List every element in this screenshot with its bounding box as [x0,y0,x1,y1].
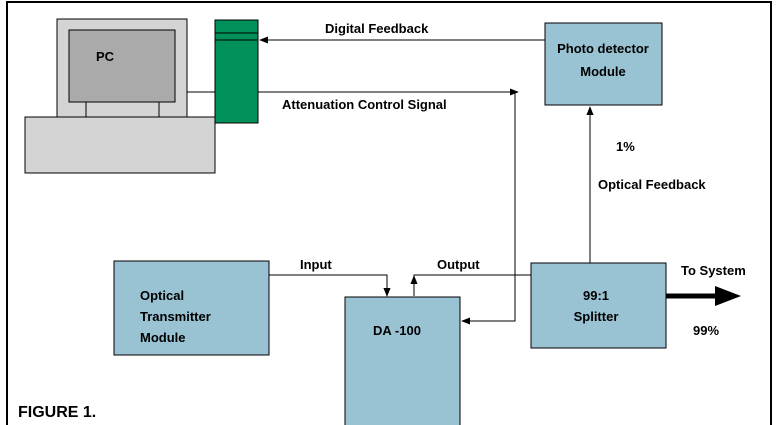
da100-device: DA -100 [344,296,461,425]
connections [187,36,594,325]
attenuation-to-da100-arrow [461,92,516,325]
input-arrow [269,274,391,297]
optical-transmitter-box [113,260,270,356]
da100-box [344,296,461,425]
one-percent-label: 1% [616,139,635,154]
interface-card [214,19,259,124]
ninety-nine-percent-label: 99% [693,323,719,338]
splitter-device: 99:1 Splitter [530,262,667,349]
splitter-label-2: Splitter [574,309,619,324]
output-label: Output [437,257,480,272]
pc-computer: PC [24,18,216,174]
digital-feedback-label: Digital Feedback [325,21,429,36]
optical-transmitter-label-1: Optical [140,288,184,303]
photo-detector-label-2: Module [580,64,626,79]
optical-transmitter-label-3: Module [140,330,186,345]
attenuation-control-label: Attenuation Control Signal [282,97,447,112]
photo-detector-label-1: Photo detector [557,41,649,56]
pc-label: PC [96,49,115,64]
diagram-frame [6,1,772,425]
da100-label: DA -100 [373,323,421,338]
to-system-label: To System [681,263,746,278]
input-label: Input [300,257,332,272]
pc-monitor-screen [68,29,176,103]
to-system-head [715,286,741,306]
output-arrow [413,274,531,296]
photo-detector-box [544,22,663,106]
photo-detector-module: Photo detector Module [544,22,663,106]
optical-transmitter-module: Optical Transmitter Module [113,260,270,356]
splitter-box [530,262,667,349]
figure-caption: FIGURE 1. [18,404,96,421]
optical-transmitter-label-2: Transmitter [140,309,211,324]
pc-monitor-stand [85,101,160,118]
splitter-label-1: 99:1 [583,288,609,303]
interface-card-body [214,19,259,124]
to-system-arrow [666,286,741,306]
optical-feedback-label: Optical Feedback [598,177,706,192]
pc-base [24,116,216,174]
